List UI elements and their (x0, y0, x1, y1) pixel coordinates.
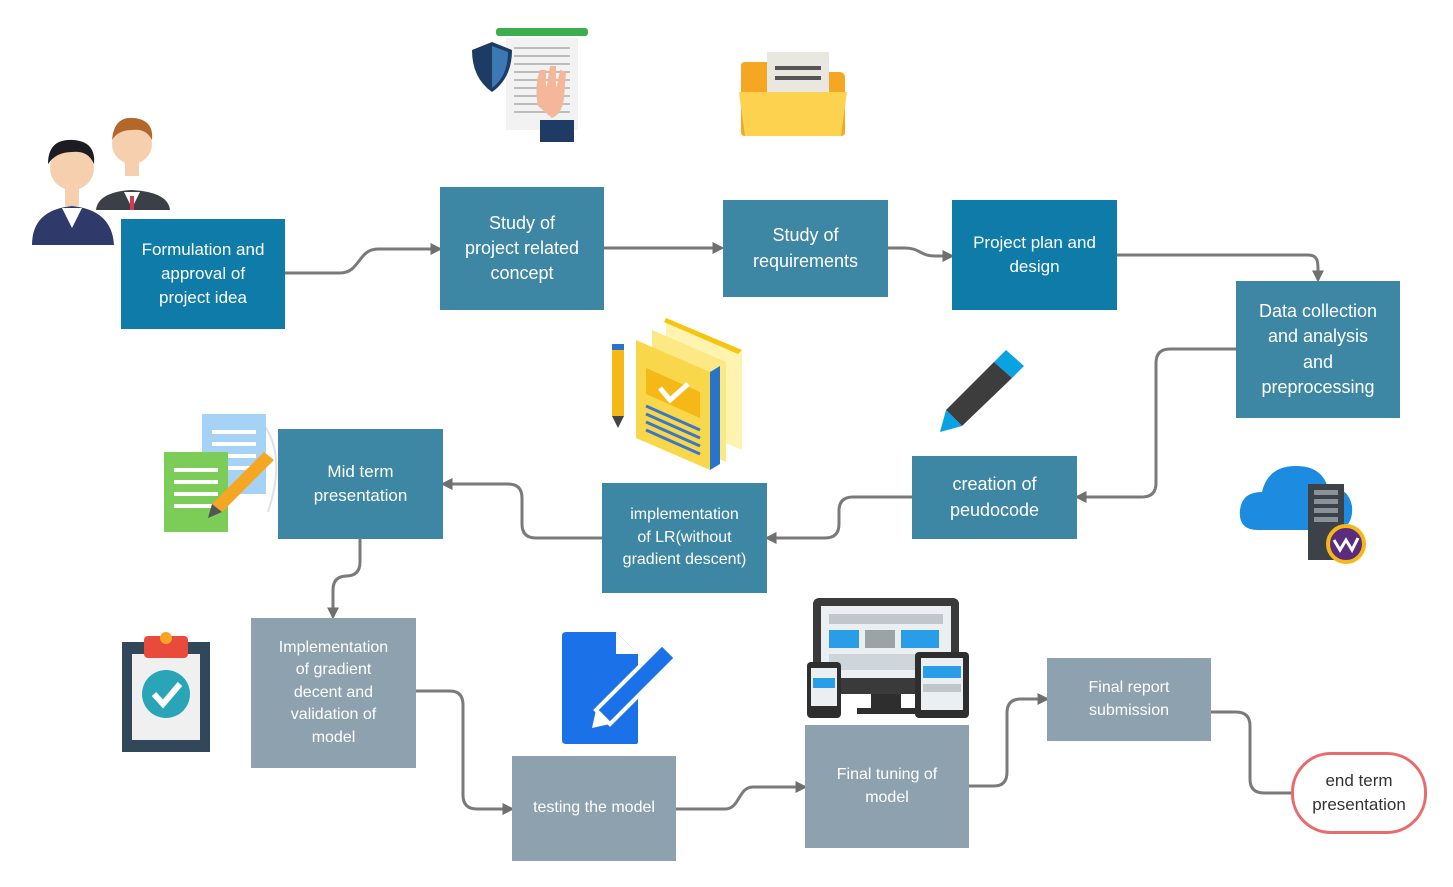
node-formulation: Formulation and approval of project idea (121, 219, 285, 329)
node-final-tuning-label: Final tuning of model (836, 766, 938, 806)
node-study-concept-label: Study of project related concept (464, 212, 580, 284)
connector-testing-to-tuning (676, 781, 808, 811)
node-final-report: Final report submission (1047, 658, 1211, 741)
folder-icon (739, 52, 847, 136)
node-testing-label: testing the model (533, 799, 655, 817)
node-data-collection-label: Data collection and analysis and preproc… (1258, 301, 1378, 397)
books-pencil-icon (612, 318, 742, 470)
devices-icon (807, 598, 969, 718)
connector-midterm-to-gradient (327, 539, 362, 620)
connector-formulation-to-concept (285, 243, 443, 275)
node-mid-term-label: Mid term presentation (313, 462, 408, 505)
node-project-plan-label: Project plan and design (973, 233, 1096, 276)
documents-pencil-icon (164, 414, 278, 532)
node-study-concept: Study of project related concept (440, 187, 604, 310)
connector-gradient-to-testing (416, 689, 515, 815)
contract-shield-icon (472, 28, 588, 142)
node-study-requirements-label: Study of requirements (752, 225, 859, 271)
connector-datacollection-to-pseudocode (1074, 347, 1236, 503)
node-formulation-label: Formulation and approval of project idea (141, 240, 265, 307)
node-testing: testing the model (512, 756, 676, 861)
connector-requirements-to-plan (888, 246, 955, 262)
connector-plan-to-datacollection (1117, 253, 1324, 283)
node-project-plan: Project plan and design (952, 200, 1117, 310)
node-gradient-descent: Implementation of gradient decent and va… (251, 618, 416, 768)
connector-pseudocode-to-implementation (764, 495, 912, 544)
node-pseudocode-label: creation of peudocode (949, 474, 1040, 520)
connector-implementation-to-midterm (440, 478, 602, 540)
node-implementation-lr-label: implementation of LR(without gradient de… (622, 506, 747, 569)
connector-report-to-end (1211, 710, 1292, 795)
node-pseudocode: creation of peudocode (912, 456, 1077, 539)
clipboard-check-icon (122, 632, 210, 752)
document-edit-icon (562, 632, 679, 744)
cloud-server-icon (1239, 466, 1366, 564)
node-end-term: end term presentation (1291, 752, 1427, 834)
node-study-requirements: Study of requirements (723, 200, 888, 297)
connector-tuning-to-report (969, 693, 1050, 788)
node-final-tuning: Final tuning of model (805, 725, 969, 848)
node-data-collection: Data collection and analysis and preproc… (1236, 281, 1400, 418)
people-icon (32, 117, 170, 245)
pen-icon (940, 350, 1024, 432)
node-mid-term: Mid term presentation (278, 429, 443, 539)
node-end-term-label: end term presentation (1312, 771, 1406, 814)
node-final-report-label: Final report submission (1088, 679, 1170, 719)
node-gradient-descent-label: Implementation of gradient decent and va… (278, 639, 389, 746)
node-implementation-lr: implementation of LR(without gradient de… (602, 483, 767, 593)
